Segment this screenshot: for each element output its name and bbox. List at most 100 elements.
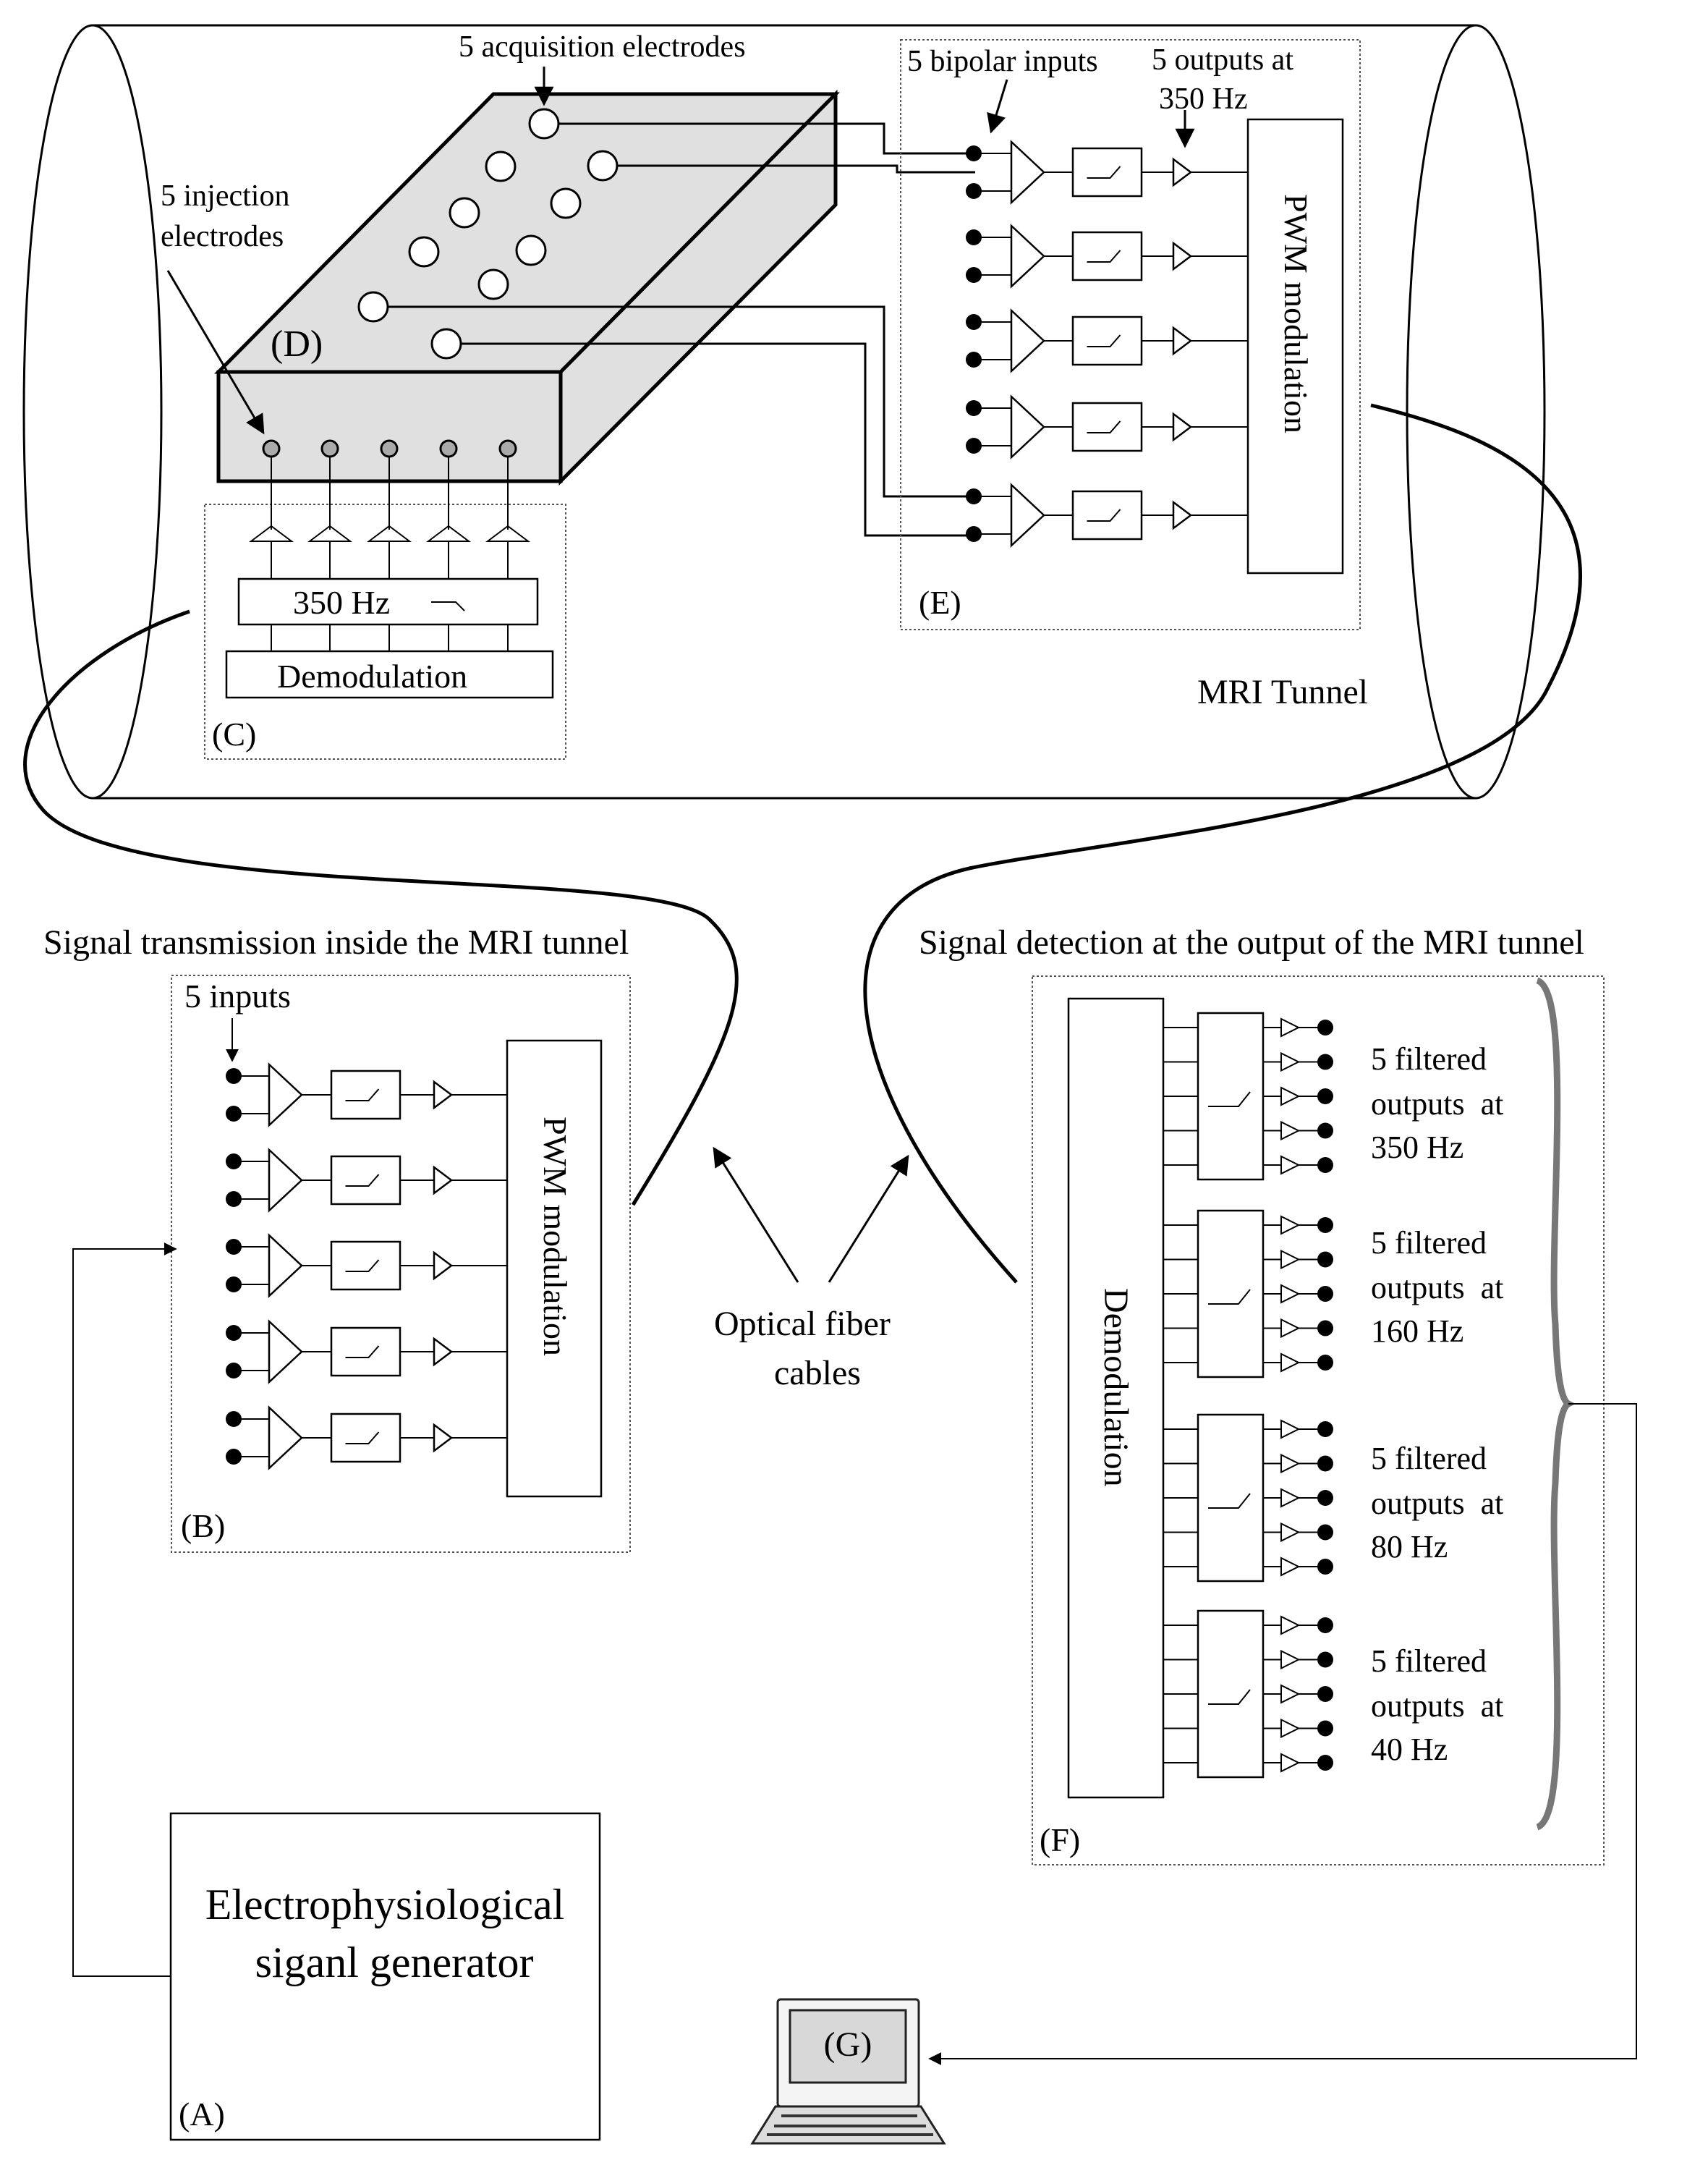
output-buffer xyxy=(1280,1557,1301,1577)
block-b-frame xyxy=(171,975,631,1553)
block-b-pwm-label: PWM modulation xyxy=(537,1117,574,1356)
tunnel-left-ring xyxy=(22,24,163,800)
output-buffer xyxy=(1280,1318,1301,1339)
signal-transmission-title: Signal transmission inside the MRI tunne… xyxy=(43,923,629,962)
bipolar-inputs-label: 5 bipolar inputs xyxy=(907,45,1098,78)
output-terminal xyxy=(1317,1490,1333,1506)
filtered-outputs-80-line1: 5 filtered xyxy=(1371,1441,1487,1476)
output-terminal xyxy=(1317,1217,1333,1233)
block-c-filter-label: 350 Hz xyxy=(293,584,390,621)
output-buffer xyxy=(1280,1488,1301,1508)
electrode xyxy=(485,151,517,182)
filter-icon xyxy=(1208,1289,1251,1305)
bandpass-filter xyxy=(1197,1609,1265,1779)
block-e-channels xyxy=(966,140,1248,548)
bandpass-filter xyxy=(1197,1209,1265,1378)
buffer xyxy=(433,1423,454,1453)
buffer xyxy=(1172,412,1193,442)
filter-icon xyxy=(1087,509,1121,522)
output-buffer xyxy=(1280,1649,1301,1670)
outputs-label-line1: 5 outputs at xyxy=(1152,43,1293,77)
input-lead xyxy=(234,1246,269,1285)
electrode xyxy=(408,236,440,268)
filtered-outputs-350-line3: 350 Hz xyxy=(1371,1130,1463,1165)
output-terminal xyxy=(1317,1122,1333,1139)
block-e-frame xyxy=(900,39,1361,630)
phantom-block xyxy=(214,89,840,486)
input-lead xyxy=(234,1161,269,1200)
amplifier xyxy=(268,1148,303,1213)
electrode xyxy=(357,291,389,323)
buffer xyxy=(433,1337,454,1367)
output-terminal xyxy=(1317,1455,1333,1472)
acquisition-electrodes-label: 5 acquisition electrodes xyxy=(459,30,746,64)
filter-icon xyxy=(1208,1493,1251,1509)
filter-icon xyxy=(1087,420,1121,433)
injection-label-line1: 5 injection xyxy=(161,179,289,213)
curly-brace xyxy=(1535,977,1576,1831)
input-lead xyxy=(974,153,1011,192)
filtered-outputs-350-line1: 5 filtered xyxy=(1371,1041,1487,1077)
output-buffer xyxy=(1280,1051,1301,1072)
electrode xyxy=(587,150,619,182)
buffer xyxy=(1172,500,1193,530)
filtered-outputs-80-line3: 80 Hz xyxy=(1371,1529,1448,1564)
output-terminal xyxy=(1317,1088,1333,1104)
buffer xyxy=(433,1080,454,1110)
amplifier xyxy=(268,1062,303,1127)
filter-bank xyxy=(1163,1609,1333,1779)
filter-icon xyxy=(345,1259,380,1272)
output-terminal xyxy=(1317,1421,1333,1437)
output-buffer xyxy=(1280,1352,1301,1373)
filtered-outputs-160-line3: 160 Hz xyxy=(1371,1313,1463,1349)
output-terminal xyxy=(1317,1251,1333,1268)
fiber-arrow-right xyxy=(828,1154,909,1283)
filter-icon xyxy=(345,1431,380,1444)
block-e-pwm xyxy=(1246,118,1344,575)
filter-box xyxy=(1071,490,1143,541)
electrode xyxy=(430,328,462,360)
block-c-demodulation xyxy=(225,650,554,699)
filter-box xyxy=(330,1240,401,1291)
tunnel-right-ring xyxy=(1475,24,1546,800)
filter-icon xyxy=(345,1174,380,1187)
optical-fiber-label-line2: cables xyxy=(774,1354,861,1392)
output-buffer xyxy=(1280,1718,1301,1739)
mri-tunnel xyxy=(22,24,1546,800)
signal-generator-box xyxy=(169,1812,601,2141)
output-buffer xyxy=(1280,1249,1301,1270)
block-b-tag: (B) xyxy=(181,1507,225,1544)
filter-bank xyxy=(1163,1012,1333,1181)
filtered-outputs-80-line2: outputs at xyxy=(1371,1486,1503,1521)
filter-icon xyxy=(345,1088,380,1101)
electrode xyxy=(515,234,547,266)
injection-arrow xyxy=(166,270,265,435)
keyboard-keys xyxy=(767,2114,933,2136)
amplifier-channel xyxy=(226,1405,507,1470)
block-c-links xyxy=(271,624,509,651)
filtered-outputs-40-line2: outputs at xyxy=(1371,1688,1503,1724)
outputs-label-line2: 350 Hz xyxy=(1159,82,1247,116)
block-e-pwm-label: PWM modulation xyxy=(1278,194,1314,433)
filter-icon xyxy=(345,1345,380,1358)
output-buffer xyxy=(1280,1215,1301,1235)
cable-c-to-b xyxy=(23,609,739,1206)
f-to-computer-link xyxy=(928,1403,1637,2065)
input-lead xyxy=(974,237,1011,276)
generator-to-b-link xyxy=(72,1242,177,1977)
filter-box xyxy=(330,1070,401,1120)
bandpass-filter xyxy=(1197,1012,1265,1181)
output-terminal xyxy=(1317,1651,1333,1668)
input-lead xyxy=(234,1075,269,1114)
amplifier-channel xyxy=(226,1233,507,1298)
cable-e-to-f xyxy=(863,403,1583,1284)
output-buffer xyxy=(1280,1684,1301,1704)
mri-tunnel-label: MRI Tunnel xyxy=(1197,673,1368,711)
fiber-arrow-left xyxy=(713,1146,799,1283)
output-terminal xyxy=(1317,1559,1333,1575)
amplifier-channel xyxy=(966,483,1248,548)
electrode xyxy=(449,197,480,229)
output-buffer xyxy=(1280,1284,1301,1304)
monitor-screen xyxy=(789,2009,907,2084)
output-buffer xyxy=(1280,1522,1301,1543)
